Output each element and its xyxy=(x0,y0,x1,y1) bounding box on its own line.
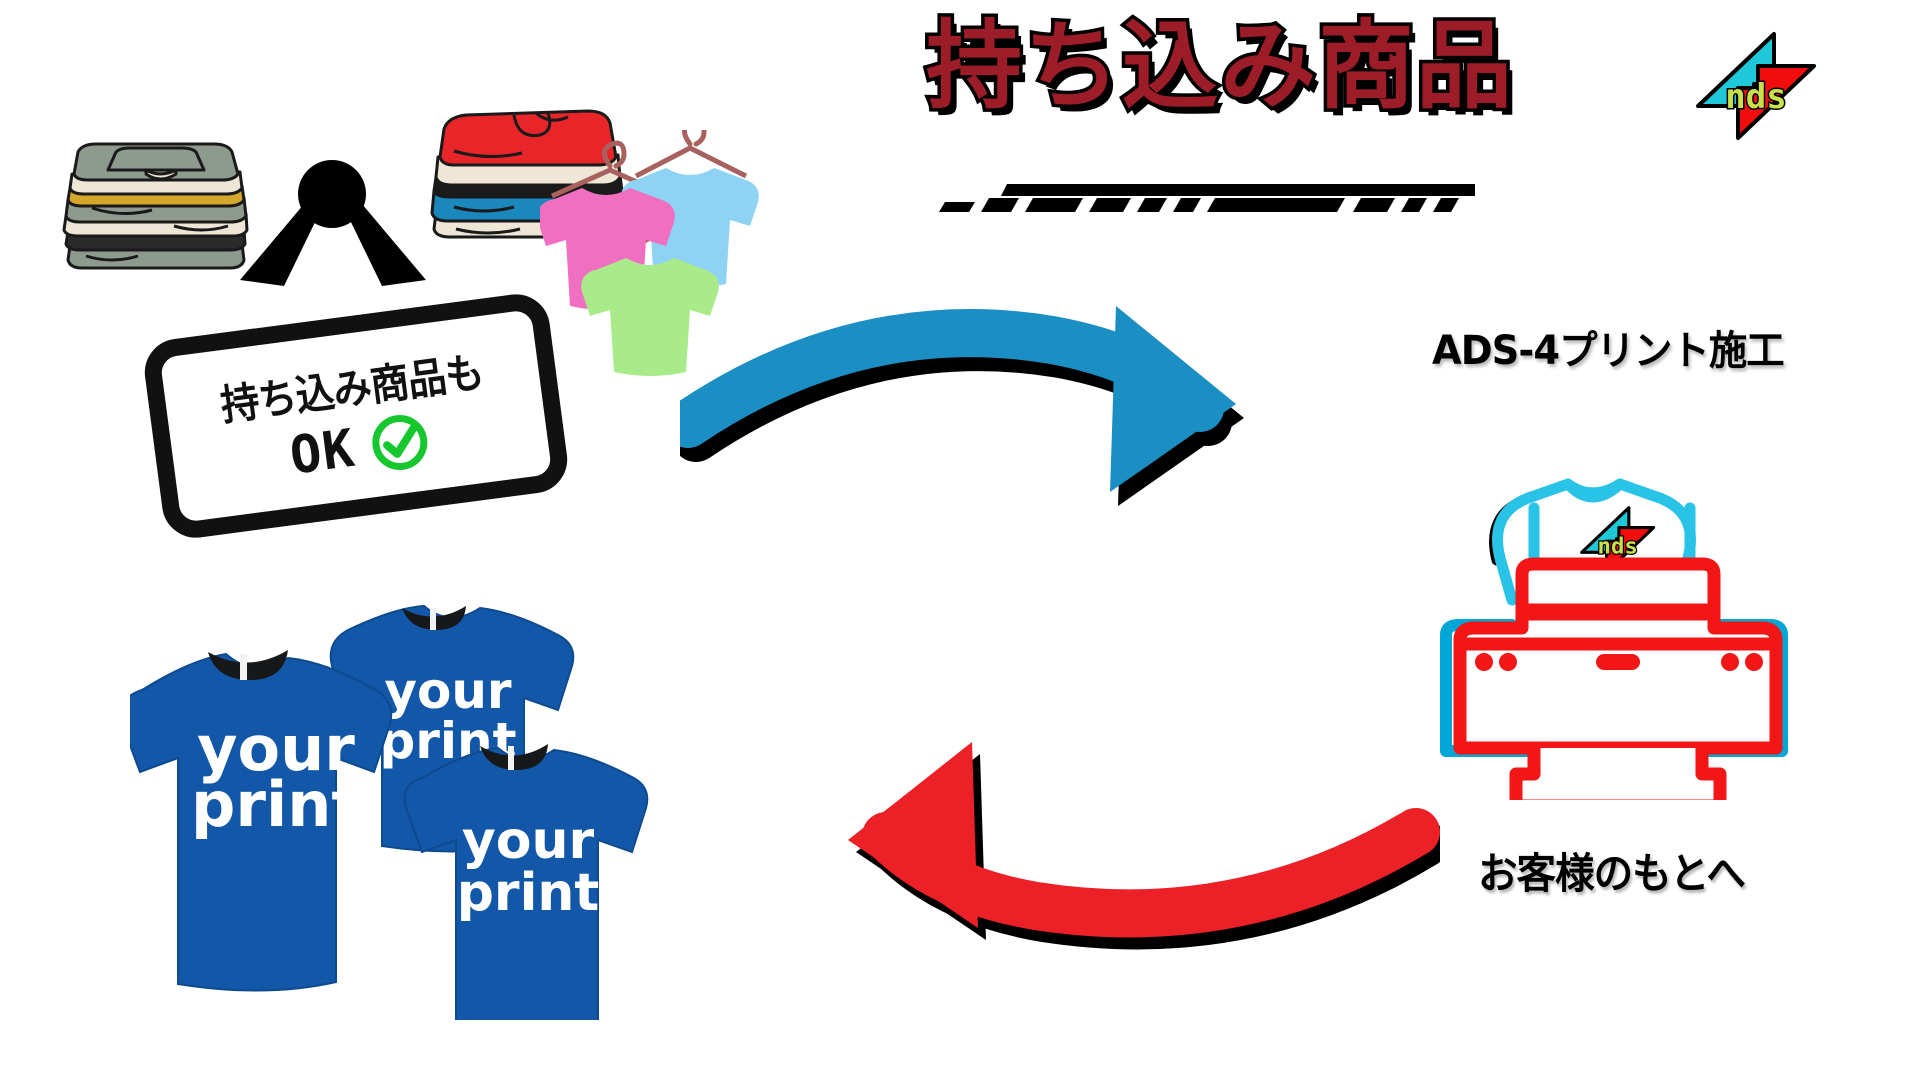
person-icon xyxy=(240,160,426,286)
svg-text:your: your xyxy=(462,811,595,871)
hanging-tshirts xyxy=(540,130,759,376)
arrow-to-customer[interactable] xyxy=(700,700,1440,960)
bring-your-own-sign: 持ち込み商品も OK xyxy=(140,290,572,542)
tshirt-left: your print xyxy=(130,650,393,992)
svg-text:your: your xyxy=(197,712,355,785)
svg-text:print: print xyxy=(191,768,361,841)
svg-text:nds: nds xyxy=(1598,534,1638,560)
page-title: 持ち込み商品 xyxy=(880,10,1560,122)
step-label-deliver: お客様のもとへ xyxy=(1478,849,1746,898)
speed-lines-decoration xyxy=(939,184,1475,212)
svg-text:print: print xyxy=(457,863,600,923)
nds-logo: nds xyxy=(1696,32,1816,140)
page-title-text: 持ち込み商品 xyxy=(923,10,1516,122)
printed-tshirts-group: your print your print your print xyxy=(130,604,649,1020)
svg-text:your: your xyxy=(384,662,512,720)
folded-clothes-stack-left xyxy=(62,142,249,270)
sign-line-2-row: OK xyxy=(286,408,433,486)
sign-ok-text: OK xyxy=(286,418,359,487)
check-circle-icon xyxy=(372,414,428,470)
printer-illustration: nds xyxy=(1440,478,1788,800)
step-label-print: ADS-4プリント施工 xyxy=(1432,328,1785,374)
logo-text: nds xyxy=(1725,77,1786,117)
tshirt-right: your print xyxy=(403,744,649,1020)
arrow-to-print[interactable] xyxy=(680,300,1410,560)
